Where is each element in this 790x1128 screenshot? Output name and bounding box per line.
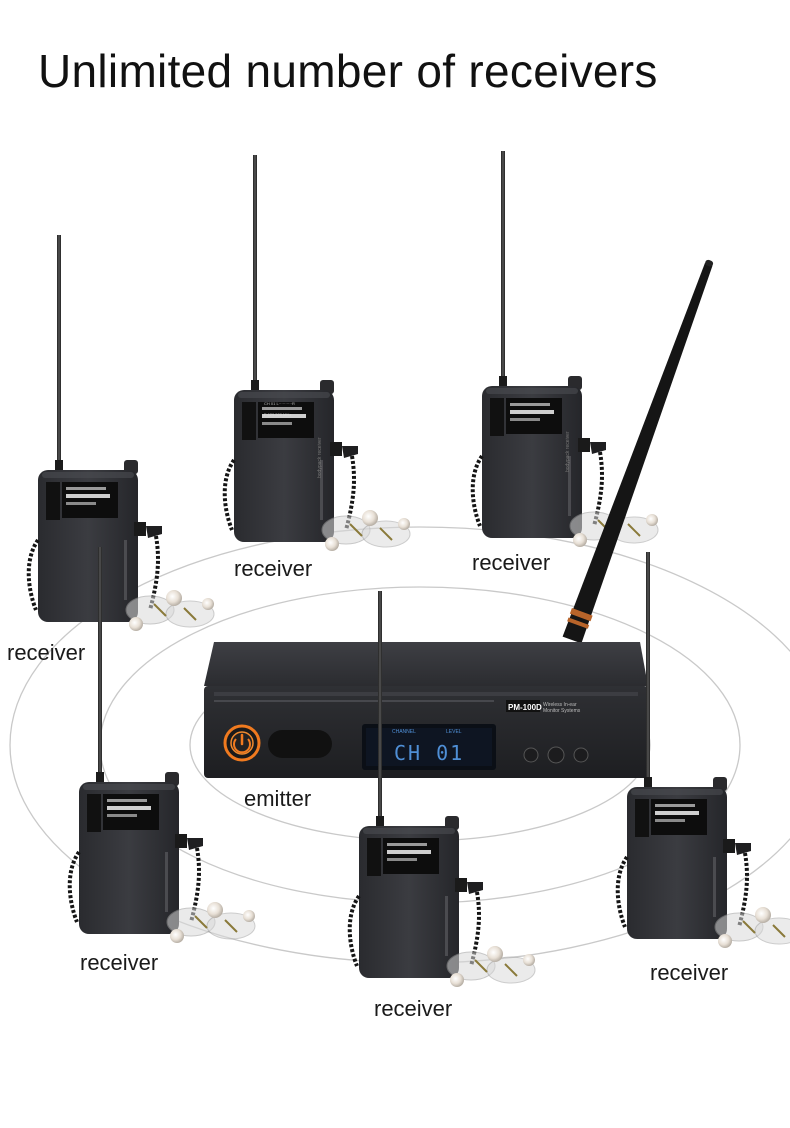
receiver-left bbox=[26, 233, 216, 633]
receiver-screen-line-1: CH 01 L··········R bbox=[264, 401, 295, 406]
receiver-label-top-right: receiver bbox=[472, 550, 551, 575]
display-channel: CH 01 bbox=[394, 741, 464, 765]
receiver-label-left: receiver bbox=[7, 640, 86, 665]
emitter-brand: PM-100D bbox=[508, 703, 542, 712]
emitter-label: emitter bbox=[244, 786, 312, 811]
receiver-side-text: bodypack receiver bbox=[317, 437, 323, 478]
receiver-top-center bbox=[222, 153, 412, 553]
vent-grille bbox=[214, 692, 638, 702]
emitter-tagline-2: Monitor Systems bbox=[543, 708, 581, 714]
emitter-tagline-1: Wireless In-ear bbox=[543, 702, 577, 708]
headline: Unlimited number of receivers bbox=[38, 45, 658, 97]
receiver-screen-line-2: F 629.500 MHz bbox=[264, 412, 291, 417]
receiver-label-bottom-center: receiver bbox=[374, 996, 453, 1021]
display-caption-right: LEVEL bbox=[446, 729, 462, 735]
receiver-label-bottom-right: receiver bbox=[650, 960, 729, 985]
receiver-label-top-center: receiver bbox=[234, 556, 313, 581]
display-caption-left: CHANNEL bbox=[392, 729, 416, 735]
receiver-label-bottom-left: receiver bbox=[80, 950, 159, 975]
emitter-unit bbox=[204, 259, 714, 778]
receiver-side-text-2: bodypack receiver bbox=[565, 431, 571, 472]
